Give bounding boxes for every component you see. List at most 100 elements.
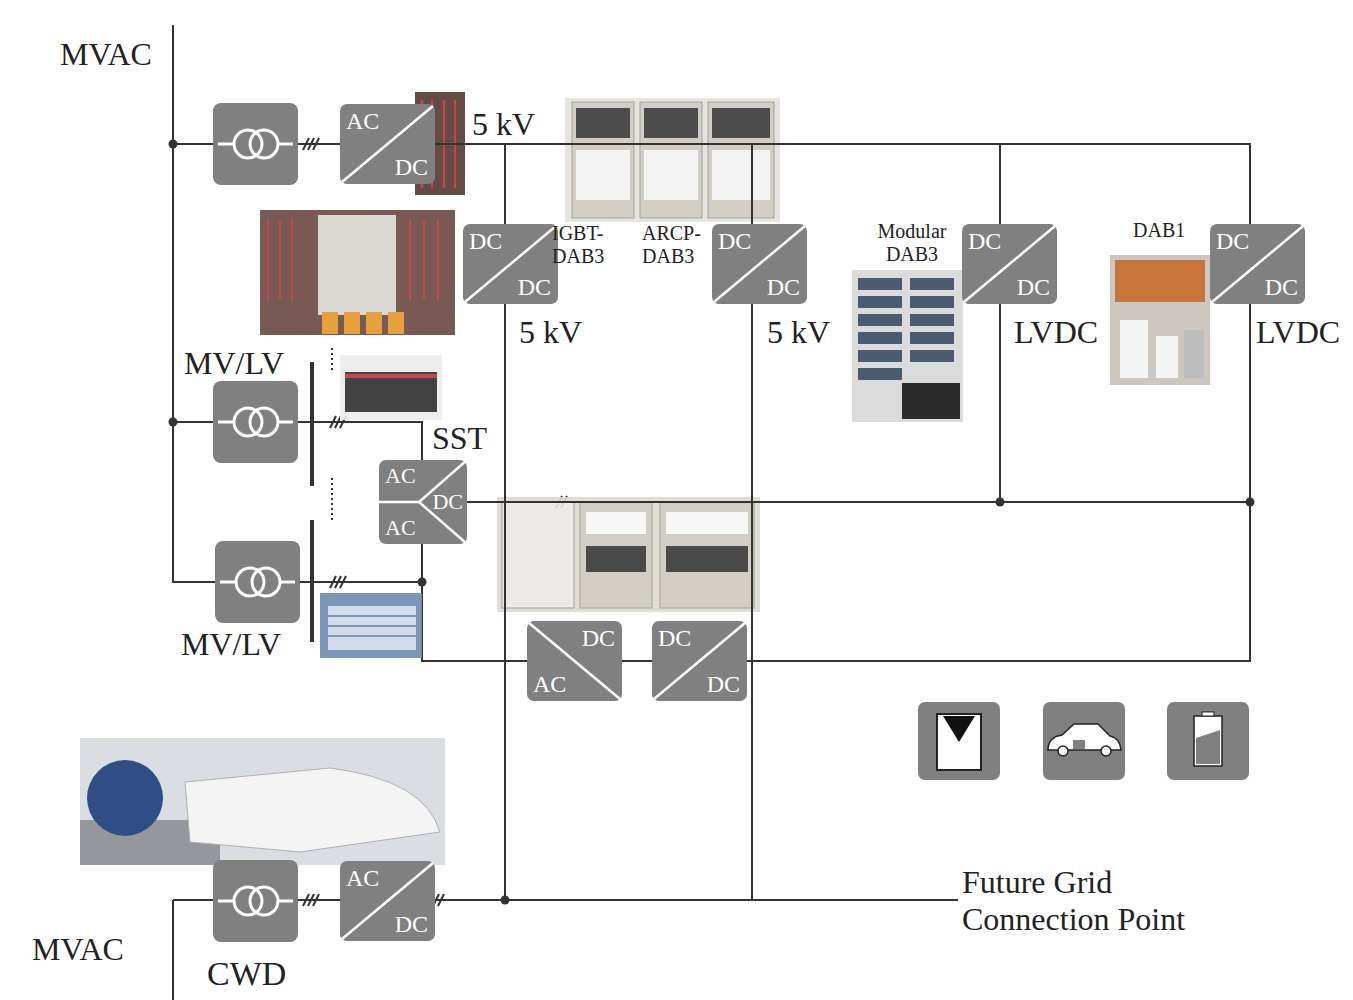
converter-name: ARCP- DAB3 — [642, 222, 710, 268]
drawing-part — [388, 312, 404, 334]
drawing-part — [1101, 746, 1111, 756]
drawing-part — [344, 312, 360, 334]
converter-divider — [1212, 226, 1303, 302]
bus-connector — [467, 304, 1250, 502]
drawing-part — [644, 150, 698, 200]
drawing-part — [910, 350, 954, 362]
bus-connector — [747, 304, 1250, 661]
facility-label: CWD — [207, 957, 286, 991]
label-holder: LVDC — [1256, 316, 1340, 348]
converter-label: DC — [469, 229, 502, 253]
converter-divider — [714, 226, 805, 302]
drawing-part — [918, 702, 1000, 780]
converter-label: AC — [385, 465, 416, 487]
drawing-part — [1202, 712, 1214, 716]
drawing-part — [937, 714, 981, 770]
grid-label: MVAC — [60, 38, 152, 70]
drawing-part — [910, 278, 954, 290]
voltage-label: 5 kV — [519, 316, 582, 348]
converter-label: DC — [767, 275, 800, 299]
converter-label: AC — [385, 517, 416, 539]
converter-name: Modular DAB3 — [864, 220, 960, 266]
drawing-part — [586, 512, 646, 534]
label-holder: MVAC — [32, 933, 124, 965]
drawing-part — [303, 894, 319, 906]
converter-divider — [465, 226, 556, 302]
drawing-part — [580, 502, 652, 608]
drawing-part — [1073, 740, 1085, 749]
label-holder: MVAC — [60, 38, 152, 70]
drawing-part — [858, 278, 902, 290]
label-holder: MV/LV — [181, 628, 281, 660]
converter-divider — [379, 460, 467, 544]
drawing-part — [80, 738, 445, 865]
drawing-part — [310, 520, 314, 642]
drawing-part — [858, 350, 902, 362]
converter-label: DC — [1265, 275, 1298, 299]
drawing-part — [712, 150, 770, 200]
dc-dc-converter: DCDC — [712, 224, 807, 304]
drawing-part — [576, 108, 630, 138]
drawing-part — [173, 421, 213, 423]
drawing-part — [1196, 730, 1220, 764]
drawing-part — [312, 422, 422, 460]
label-holder: ARCP- DAB3 — [642, 222, 710, 268]
bus-connector — [435, 304, 505, 900]
label-holder: DAB1 — [1133, 220, 1185, 240]
connection-note: Future Grid Connection Point — [962, 864, 1262, 938]
label-holder: Modular DAB3 — [864, 220, 960, 266]
converter-label: DC — [707, 672, 740, 696]
drawing-part — [640, 102, 702, 218]
dc-dc-converter: DC DC — [962, 224, 1057, 304]
drawing-part — [260, 210, 455, 335]
drawing-part — [943, 716, 975, 742]
drawing-part — [173, 899, 213, 901]
converter-divider — [342, 863, 433, 939]
dc-dc-converter: DCDC — [463, 224, 558, 304]
bus-connector — [435, 144, 1250, 224]
converter-label: DC — [395, 912, 428, 936]
drawing-part — [858, 296, 902, 308]
drawing-part — [87, 760, 163, 836]
ac-dc-converter: AC DC — [340, 861, 435, 941]
drawing-part — [331, 348, 333, 372]
drawing-part — [298, 143, 340, 145]
voltage-label: 5 kV — [767, 316, 830, 348]
drawing-part — [1184, 330, 1204, 378]
drawing-part — [497, 497, 760, 612]
drawing-part — [213, 860, 298, 942]
drawing-part — [173, 25, 215, 582]
bus-connector — [435, 144, 752, 224]
converter-label: DC — [658, 626, 691, 650]
drawing-part — [858, 314, 902, 326]
converter-divider — [529, 623, 620, 699]
drawing-part — [1058, 746, 1068, 756]
drawing-part — [858, 368, 902, 380]
drawing-part — [708, 102, 774, 218]
drawing-part — [1115, 260, 1205, 302]
voltage-label: 5 kV — [472, 108, 535, 140]
drawing-part — [213, 381, 298, 463]
drawing-part — [320, 593, 422, 658]
drawing-part — [1156, 336, 1178, 378]
label-holder: LVDC — [1014, 316, 1098, 348]
drawing-part — [660, 502, 754, 608]
drawing-part — [318, 215, 396, 315]
drawing-part — [303, 138, 319, 150]
junction-dots — [169, 140, 1255, 905]
converter-label: DC — [582, 626, 615, 650]
drawing-part — [586, 546, 646, 572]
drawing-part — [1043, 702, 1125, 780]
drawing-part — [169, 140, 178, 149]
ac-dc-converter: ACDC — [340, 104, 435, 184]
converter-label: DC — [968, 229, 1001, 253]
converter-label: DC — [1017, 275, 1050, 299]
sst-converter: SSTACACDC — [379, 460, 467, 544]
drawing-part — [366, 312, 382, 334]
converter-label: AC — [346, 866, 379, 890]
drawing-part — [902, 383, 960, 419]
converter-heading: SST — [432, 422, 487, 454]
drawing-part — [328, 606, 416, 650]
